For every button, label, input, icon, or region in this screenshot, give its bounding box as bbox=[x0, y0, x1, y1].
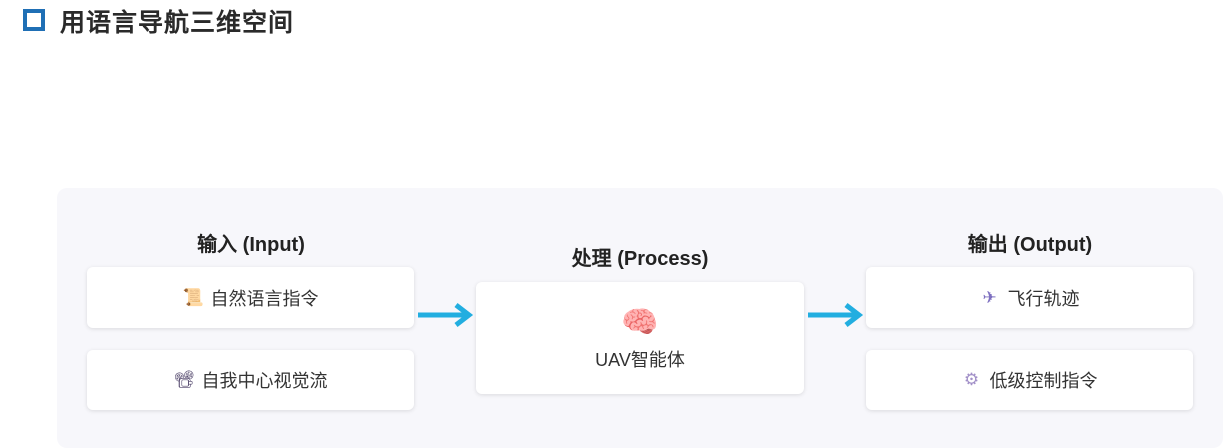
camera-icon: 📽 bbox=[173, 370, 196, 389]
process-card: 🧠 UAV智能体 bbox=[476, 282, 804, 394]
output-card-control: ⚙ 低级控制指令 bbox=[866, 350, 1193, 410]
input-heading: 输入 (Input) bbox=[197, 234, 305, 256]
output-heading: 输出 (Output) bbox=[967, 234, 1093, 256]
process-label: UAV智能体 bbox=[595, 349, 685, 370]
arrow-input-to-process bbox=[418, 303, 474, 327]
gear-icon: ⚙ bbox=[963, 370, 980, 389]
output-label: 飞行轨迹 bbox=[1007, 288, 1080, 309]
brain-icon: 🧠 bbox=[621, 305, 659, 339]
input-label: 自我中心视觉流 bbox=[201, 371, 328, 391]
airplane-icon: ✈ bbox=[982, 287, 997, 307]
output-label: 低级控制指令 bbox=[989, 371, 1098, 391]
arrow-process-to-output bbox=[808, 303, 864, 327]
input-card-vision: 📽 自我中心视觉流 bbox=[87, 350, 414, 410]
input-card-instruction: 📜 自然语言指令 bbox=[87, 267, 414, 328]
input-label: 自然语言指令 bbox=[210, 288, 319, 309]
scroll-icon: 📜 bbox=[182, 287, 204, 307]
page-title: 用语言导航三维空间 bbox=[60, 9, 295, 37]
output-card-trajectory: ✈ 飞行轨迹 bbox=[866, 267, 1193, 328]
process-heading: 处理 (Process) bbox=[571, 248, 709, 270]
title-square-icon bbox=[23, 9, 45, 31]
